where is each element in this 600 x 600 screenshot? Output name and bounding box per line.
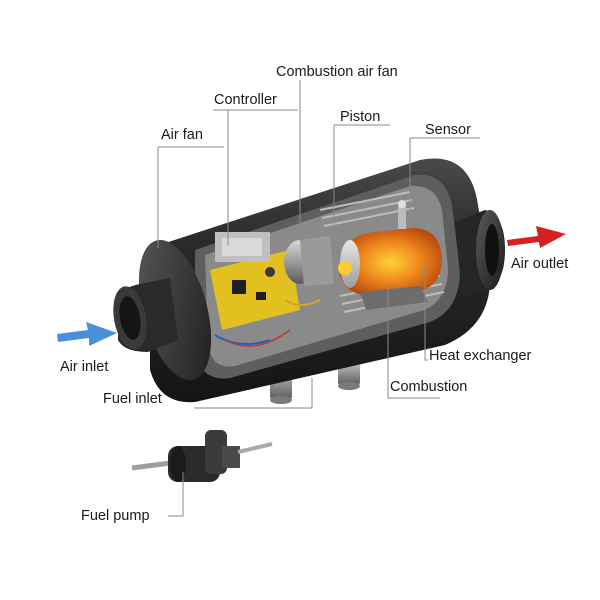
combustion-air-fan bbox=[284, 236, 334, 306]
label-piston: Piston bbox=[340, 109, 381, 125]
label-air-fan: Air fan bbox=[161, 127, 203, 143]
air-inlet-arrow bbox=[57, 322, 117, 346]
combustion-chamber bbox=[338, 228, 442, 310]
leader-lines bbox=[157, 80, 480, 517]
outlet-nozzle bbox=[455, 210, 505, 298]
label-fuel-pump: Fuel pump bbox=[81, 508, 150, 524]
label-sensor: Sensor bbox=[425, 122, 471, 138]
label-fuel-inlet: Fuel inlet bbox=[103, 391, 162, 407]
controller-board bbox=[210, 232, 300, 347]
sensor-part bbox=[398, 200, 406, 229]
label-heat-exchanger: Heat exchanger bbox=[429, 348, 532, 364]
label-combustion: Combustion bbox=[390, 379, 468, 395]
label-air-outlet: Air outlet bbox=[511, 256, 569, 272]
fuel-pump-device bbox=[131, 430, 273, 482]
air-outlet-arrow bbox=[507, 226, 566, 248]
label-combustion-air-fan: Combustion air fan bbox=[276, 64, 398, 80]
label-controller: Controller bbox=[214, 92, 277, 108]
inlet-end-cap bbox=[113, 239, 212, 381]
label-air-inlet: Air inlet bbox=[60, 359, 109, 375]
